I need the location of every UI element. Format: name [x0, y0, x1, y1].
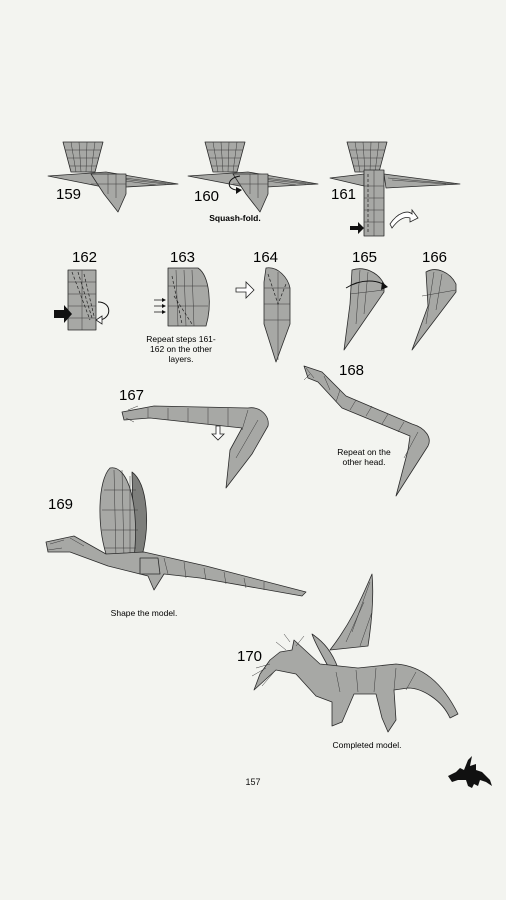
caption-line: other head.	[332, 457, 396, 467]
caption-step-170: Completed model.	[328, 740, 406, 750]
step-number-170: 170	[237, 648, 262, 665]
diagram-step-162	[52, 268, 122, 334]
caption-step-168: Repeat on the other head.	[332, 447, 396, 467]
step-number-166: 166	[422, 249, 447, 266]
caption-step-160: Squash-fold.	[205, 213, 265, 223]
caption-line: Repeat on the	[332, 447, 396, 457]
caption-line: 162 on the other	[140, 344, 222, 354]
diagram-step-165	[336, 264, 396, 354]
step-number-163: 163	[170, 249, 195, 266]
step-number-161: 161	[331, 186, 356, 203]
step-number-167: 167	[119, 387, 144, 404]
step-number-169: 169	[48, 496, 73, 513]
step-number-162: 162	[72, 249, 97, 266]
dragon-silhouette-logo	[446, 752, 494, 792]
step-number-165: 165	[352, 249, 377, 266]
diagram-step-163	[152, 266, 222, 332]
diagram-step-166	[406, 264, 466, 354]
page-number: 157	[0, 777, 506, 787]
step-number-159: 159	[56, 186, 81, 203]
diagram-step-170	[246, 572, 466, 742]
step-number-168: 168	[339, 362, 364, 379]
diagram-step-164	[234, 264, 304, 364]
step-number-160: 160	[194, 188, 219, 205]
caption-line: layers.	[140, 354, 222, 364]
diagram-step-160	[186, 138, 321, 218]
diagram-step-168	[300, 362, 440, 502]
caption-step-169: Shape the model.	[108, 608, 180, 618]
step-number-164: 164	[253, 249, 278, 266]
diagram-step-159	[46, 138, 181, 218]
caption-line: Repeat steps 161-	[140, 334, 222, 344]
caption-step-163: Repeat steps 161- 162 on the other layer…	[140, 334, 222, 364]
